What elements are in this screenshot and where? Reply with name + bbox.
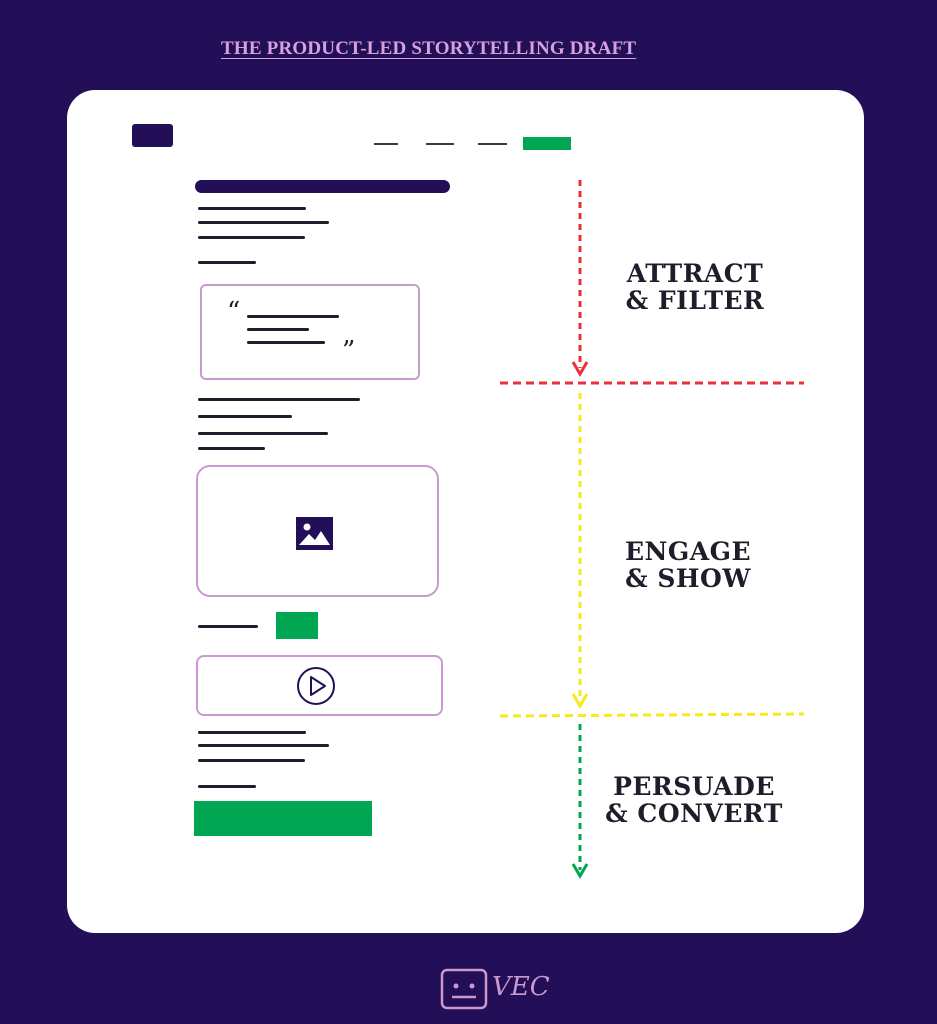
quote-text-line [247, 328, 309, 331]
headline-placeholder [195, 180, 450, 193]
brand-wordmark: VEC [492, 972, 550, 1002]
attract-arrow-head [571, 361, 589, 377]
testimonial-box [200, 284, 420, 380]
convert-arrow-head [571, 863, 589, 879]
text-line [198, 447, 265, 450]
nav-link-placeholder [374, 143, 398, 145]
text-line [198, 207, 306, 210]
video-block [196, 655, 443, 716]
page-title: THE PRODUCT-LED STORYTELLING DRAFT [221, 38, 637, 59]
text-line [198, 398, 360, 401]
text-line [198, 731, 306, 734]
stage-label-attract: ATTRACT & FILTER [625, 259, 765, 315]
quote-text-line [247, 341, 325, 344]
text-line [198, 221, 329, 224]
text-line [198, 785, 256, 788]
text-line [198, 261, 256, 264]
text-line [198, 759, 305, 762]
stage-label-convert: PERSUADE & CONVERT [605, 772, 783, 828]
engage-separator [499, 712, 805, 718]
engage-arrow-head [571, 693, 589, 709]
text-line [198, 415, 292, 418]
robot-face-icon [440, 968, 488, 1010]
logo-placeholder [132, 124, 173, 147]
text-line [198, 625, 258, 628]
nav-link-placeholder [478, 143, 507, 145]
image-icon [296, 517, 333, 550]
play-icon [297, 667, 335, 705]
nav-link-placeholder [426, 143, 454, 145]
text-line [198, 432, 328, 435]
text-line [198, 236, 305, 239]
text-line [198, 744, 329, 747]
open-quote-mark: “ [227, 297, 241, 327]
quote-text-line [247, 315, 339, 318]
main-cta-placeholder [194, 801, 372, 836]
stage-label-engage: ENGAGE & SHOW [624, 537, 752, 593]
nav-cta-placeholder [523, 137, 571, 150]
inline-cta-placeholder [276, 612, 318, 639]
close-quote-mark: ” [342, 336, 356, 366]
